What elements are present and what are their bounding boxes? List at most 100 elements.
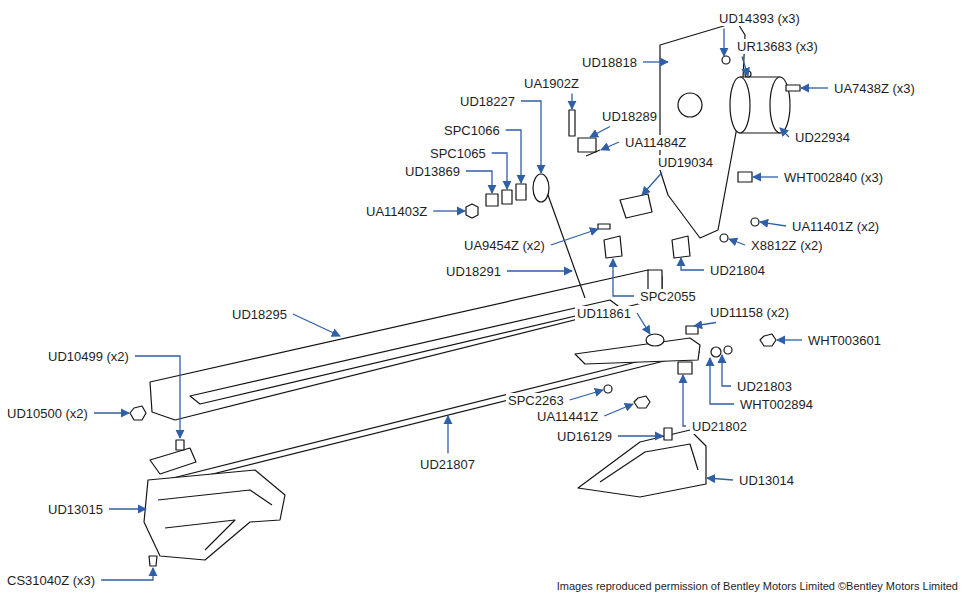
- leader-line: [447, 416, 448, 454]
- part-number: UR13683 (x3): [735, 39, 820, 54]
- foot-detail: [158, 490, 272, 550]
- screw: [586, 150, 600, 156]
- part-number: UD13869: [403, 164, 462, 179]
- part-number: UD21803: [735, 379, 794, 394]
- mounting-plate: [660, 22, 745, 238]
- leader-line: [642, 173, 662, 196]
- part-number: WHT002840 (x3): [782, 170, 885, 185]
- nut: [634, 396, 650, 408]
- part-number: CS31040Z (x3): [5, 573, 97, 588]
- nut: [760, 334, 776, 346]
- leader-line: [618, 435, 663, 436]
- copyright-note: Images reproduced permission of Bentley …: [555, 579, 960, 594]
- bolt: [664, 428, 672, 440]
- bush: [502, 190, 512, 204]
- leader-line: [643, 61, 668, 62]
- part-number: UD21807: [418, 457, 477, 472]
- screw: [598, 224, 610, 229]
- part-number: UD18289: [600, 109, 659, 124]
- washer: [724, 346, 732, 354]
- part-number: SPC1065: [428, 146, 488, 161]
- pivot: [533, 174, 549, 202]
- screw: [149, 556, 157, 566]
- screw: [569, 110, 575, 136]
- leader-line: [637, 313, 650, 334]
- leader-line: [94, 412, 129, 413]
- lever-block: [578, 138, 596, 152]
- leader-line: [590, 127, 610, 138]
- part-number: UD22934: [793, 130, 852, 145]
- leader-line: [722, 355, 731, 386]
- part-number: SPC2055: [638, 289, 698, 304]
- leader-line: [801, 87, 828, 88]
- part-number: UD21804: [708, 263, 767, 278]
- leader-line: [613, 259, 634, 296]
- leader-line: [101, 568, 153, 580]
- leader-line: [760, 222, 786, 226]
- spacer: [722, 56, 730, 64]
- leader-line: [604, 404, 633, 416]
- leader-line: [521, 101, 541, 173]
- leader-line: [780, 128, 789, 137]
- leader-line: [506, 130, 521, 183]
- nut: [130, 406, 146, 420]
- part-number: UD21802: [690, 419, 749, 434]
- leader-line: [694, 323, 716, 327]
- part-number: UD19034: [656, 155, 715, 170]
- leader-line: [729, 239, 745, 245]
- part-number: X8812Z (x2): [749, 238, 825, 253]
- bolt: [738, 172, 752, 182]
- leader-line: [571, 94, 572, 110]
- part-number: UA11403Z: [364, 204, 429, 219]
- bush: [486, 194, 498, 206]
- nut: [751, 218, 759, 226]
- leader-line: [492, 153, 507, 189]
- washer: [711, 347, 721, 357]
- switch: [620, 194, 652, 218]
- leader-line: [777, 339, 802, 340]
- part-number: UD18295: [230, 307, 289, 322]
- part-number: UD13015: [46, 502, 105, 517]
- bush: [646, 334, 664, 346]
- bracket: [150, 448, 196, 474]
- leader-line: [433, 210, 465, 211]
- part-number: UA11401Z (x2): [790, 219, 881, 234]
- part-number: UA9454Z (x2): [462, 238, 547, 253]
- part-number: UA11484Z: [623, 135, 688, 150]
- foot-left: [144, 470, 285, 560]
- screw: [786, 85, 800, 91]
- part-number: UD10500 (x2): [5, 406, 90, 421]
- nut: [720, 234, 728, 242]
- part-number: UA7438Z (x3): [832, 81, 917, 96]
- leader-line: [551, 229, 598, 245]
- part-number: UD16129: [555, 429, 614, 444]
- leader-line: [135, 356, 180, 438]
- clip: [604, 385, 612, 393]
- bracket: [604, 236, 622, 258]
- lever-arm: [575, 338, 700, 364]
- part-number: UD18818: [580, 55, 639, 70]
- part-number: SPC2263: [506, 393, 566, 408]
- leader-line: [507, 270, 572, 271]
- part-number: UD11861: [575, 306, 633, 321]
- leader-line: [710, 358, 734, 404]
- plate-hole: [678, 93, 702, 117]
- part-number: WHT003601: [806, 333, 883, 348]
- rod: [548, 195, 585, 298]
- leader-line: [681, 258, 704, 270]
- bush: [686, 326, 698, 334]
- nut: [466, 204, 478, 218]
- part-number: UD10499 (x2): [46, 349, 131, 364]
- handle: [150, 270, 662, 420]
- part-number: UD18291: [444, 264, 503, 279]
- bolt: [176, 440, 184, 450]
- part-number: UD11158 (x2): [708, 305, 791, 320]
- part-number: WHT002894: [738, 397, 815, 412]
- leader-line: [601, 142, 619, 150]
- block: [678, 362, 692, 374]
- part-number: UD13014: [737, 473, 796, 488]
- part-number: UD18227: [458, 94, 517, 109]
